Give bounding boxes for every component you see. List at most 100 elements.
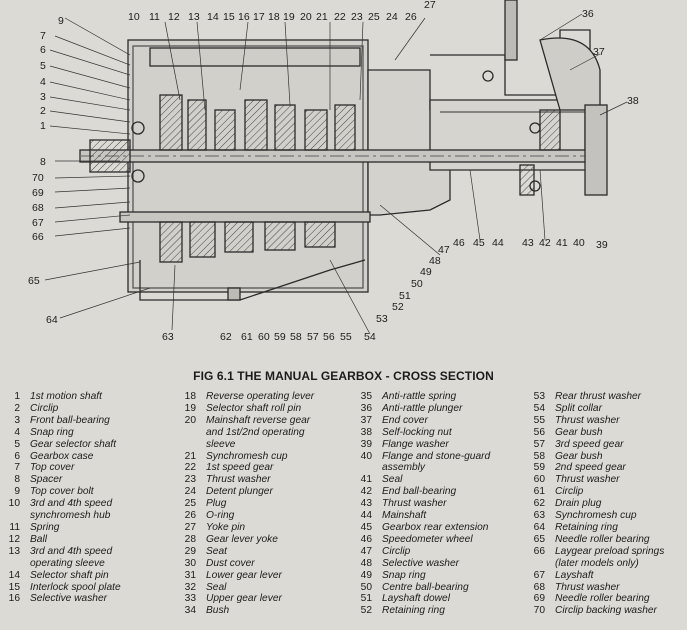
legend-item-number: 46 xyxy=(360,533,372,545)
callout-label-bottom: 42 xyxy=(539,237,551,249)
callout-label-top: 21 xyxy=(316,11,328,23)
legend-item-text: Ball xyxy=(30,533,47,545)
callout-label-top: 38 xyxy=(627,95,639,107)
legend-item-text: Laygear preload springs xyxy=(555,545,665,557)
legend-item-number: 23 xyxy=(184,474,196,486)
callout-label-left: 2 xyxy=(40,105,46,117)
legend-item-text: Self-locking nut xyxy=(382,426,452,438)
legend-item-number: 51 xyxy=(360,593,372,605)
legend-item-text: Top cover bolt xyxy=(30,486,94,498)
legend-item-text: Gearbox case xyxy=(30,450,94,462)
legend-item-text: Snap ring xyxy=(382,569,426,581)
callout-label-top: 13 xyxy=(188,11,200,23)
legend-item-text: Layshaft xyxy=(555,569,594,581)
legend-item: 49 Snap ring xyxy=(352,570,527,582)
legend-item-number: 55 xyxy=(533,414,545,426)
legend-item-text: Selective washer xyxy=(30,593,108,605)
legend-item-number: 5 xyxy=(14,438,20,450)
legend-item-text: Selector shaft roll pin xyxy=(206,402,302,414)
figure-caption: FIG 6.1 THE MANUAL GEARBOX - CROSS SECTI… xyxy=(193,369,494,383)
callout-label-left: 9 xyxy=(58,15,64,27)
callout-label-bottom: 62 xyxy=(220,331,232,343)
legend-item-text: Gearbox rear extension xyxy=(382,521,489,533)
legend-item-number: 16 xyxy=(8,593,20,605)
callout-label-top: 16 xyxy=(238,11,250,23)
legend-item-text: Circlip xyxy=(30,402,59,414)
legend-item-text: 1st speed gear xyxy=(206,462,274,474)
legend-item-text: Dust cover xyxy=(206,557,255,569)
callout-label-bottom: 51 xyxy=(399,290,411,302)
legend-item-number: 34 xyxy=(184,605,196,617)
legend-item-text: Thrust washer xyxy=(555,414,620,426)
callout-label-bottom: 63 xyxy=(162,331,174,343)
legend-item-text: Spring xyxy=(30,521,60,533)
legend-item: 16 Selective washer xyxy=(0,593,165,605)
legend-item-number: 48 xyxy=(360,557,372,569)
callout-label-bottom: 50 xyxy=(411,278,423,290)
legend-item-number: 18 xyxy=(184,391,196,402)
legend-item-number: 26 xyxy=(184,510,196,522)
callout-label-bottom: 47 xyxy=(438,244,450,256)
legend-item-number: 25 xyxy=(184,498,196,510)
callout-label-left: 3 xyxy=(40,91,46,103)
legend-item-text: O-ring xyxy=(206,510,235,522)
legend-item-number: 21 xyxy=(184,450,196,462)
legend-item-text: Synchromesh cup xyxy=(555,510,637,522)
legend-item-text: Synchromesh cup xyxy=(206,450,288,462)
legend-item-text: Thrust washer xyxy=(555,581,620,593)
legend-item-number: 19 xyxy=(184,402,196,414)
callout-label-bottom: 55 xyxy=(340,331,352,343)
legend-item-number: 13 xyxy=(8,545,20,557)
callout-label-top: 22 xyxy=(334,11,346,23)
callout-label-bottom: 54 xyxy=(364,331,376,343)
gearbox-cross-section-diagram: 10 11 12 13 14 15 16 17 18 19 20 21 22 2… xyxy=(28,0,639,343)
legend-item-number: 67 xyxy=(533,569,545,581)
legend-item-text: End cover xyxy=(382,414,428,426)
legend-item-text: Selector shaft pin xyxy=(30,569,109,581)
legend-item-number: 62 xyxy=(533,498,545,510)
callout-label-left: 1 xyxy=(40,120,46,132)
legend-item-number: 31 xyxy=(184,569,196,581)
legend-item-text: Snap ring xyxy=(30,426,74,438)
callout-label-top: 15 xyxy=(223,11,235,23)
legend-item-number: 65 xyxy=(533,533,545,545)
legend-item-number: 49 xyxy=(360,569,372,581)
legend-item-number: 50 xyxy=(360,581,372,593)
callout-label-bottom: 61 xyxy=(241,331,253,343)
callout-label-top: 19 xyxy=(283,11,295,23)
legend-item-text: Yoke pin xyxy=(206,521,246,533)
legend-item-number: 61 xyxy=(533,486,545,498)
legend-item-text: Lower gear lever xyxy=(206,569,282,581)
legend-item-text: Flange washer xyxy=(382,438,449,450)
legend-item-number: 40 xyxy=(360,450,372,462)
legend-item-number: 22 xyxy=(184,462,196,474)
legend-item-number: 3 xyxy=(14,414,20,426)
legend-item-number: 15 xyxy=(8,581,20,593)
callout-label-left: 66 xyxy=(32,231,44,243)
callout-label-top: 10 xyxy=(128,11,140,23)
callout-label-left: 64 xyxy=(46,314,58,326)
